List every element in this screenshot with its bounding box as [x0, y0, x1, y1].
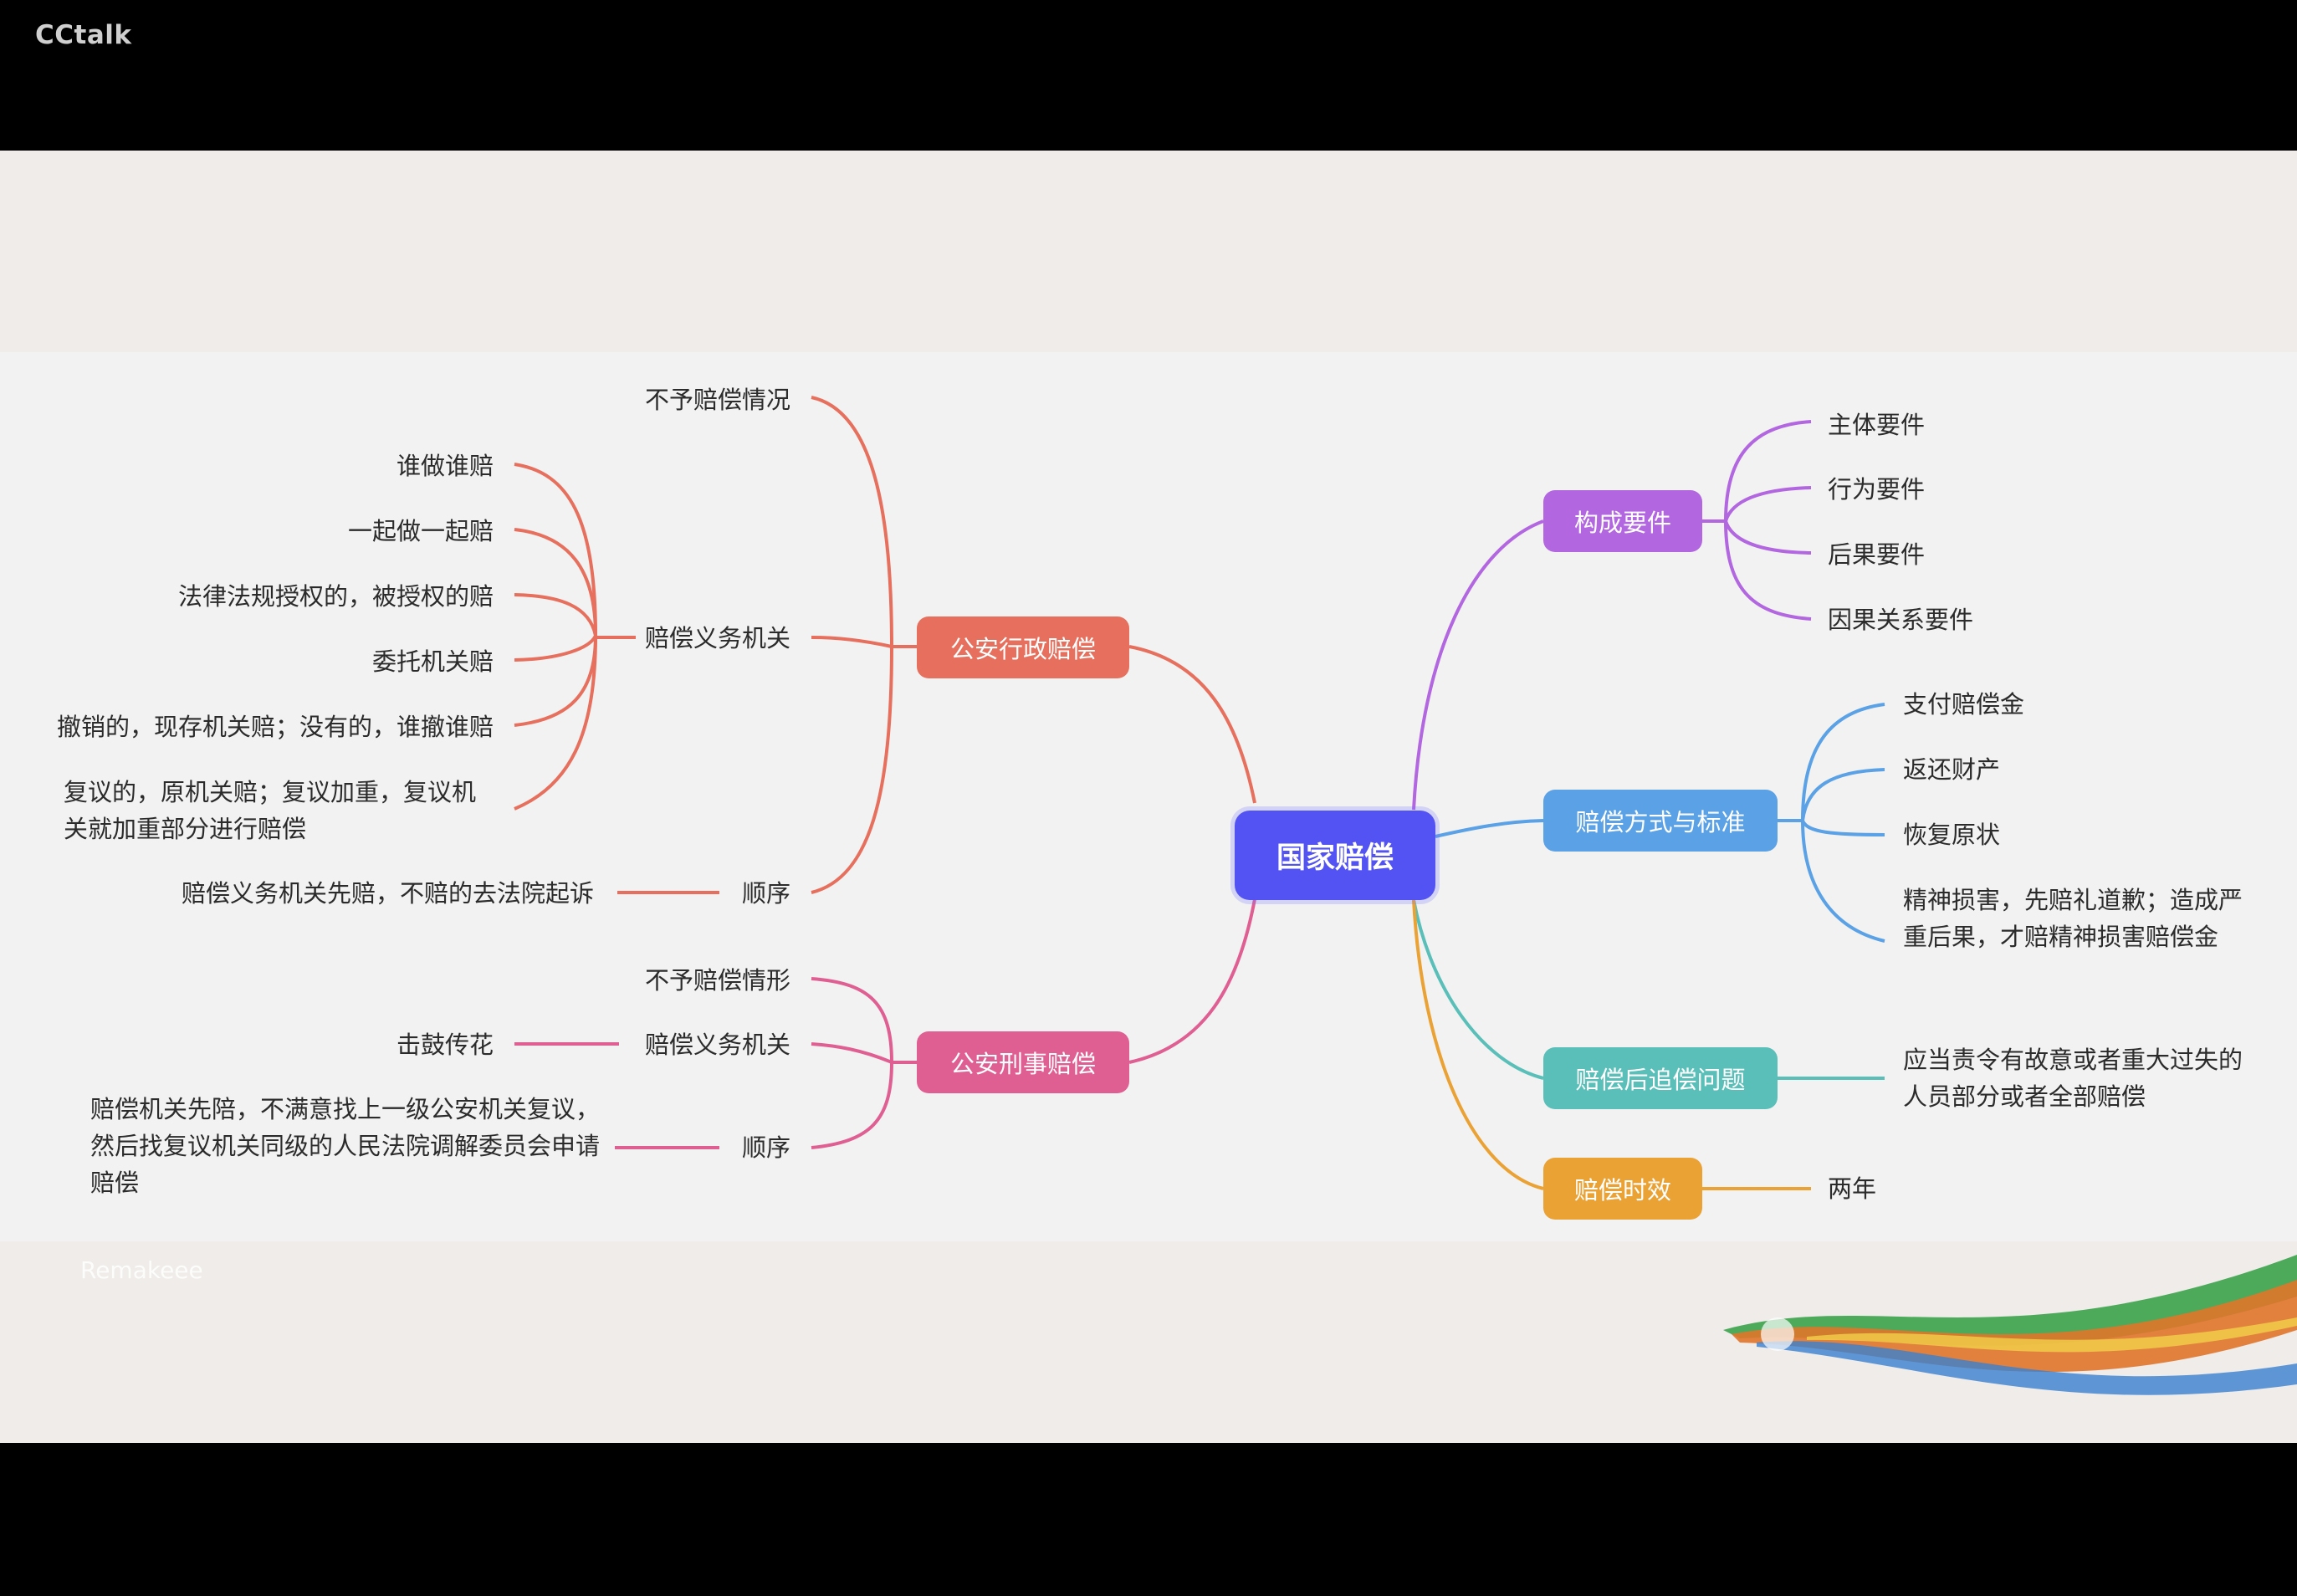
- link-center-xingshi: [1128, 898, 1256, 1064]
- leaf-xingwei-yaojian[interactable]: 行为要件: [1828, 475, 1926, 504]
- link-center-shixiao: [1412, 899, 1544, 1190]
- leaf-jingshen-sunhai[interactable]: 精神损害，先赔礼道歉；造成严重后果，才赔精神损害赔偿金: [1903, 886, 2243, 951]
- node-shunxu[interactable]: 顺序: [741, 879, 790, 908]
- leaf-zeling-peichang[interactable]: 应当责令有故意或者重大过失的人员部分或者全部赔偿: [1903, 1046, 2243, 1111]
- leaf-shunxu-xingzheng[interactable]: 赔偿义务机关先赔，不赔的去法院起诉: [181, 879, 594, 908]
- branch-zhuichang-wenti[interactable]: 赔偿后追偿问题: [1543, 1047, 1778, 1109]
- branch-gongan-xingshi[interactable]: 公安刑事赔偿: [917, 1031, 1129, 1093]
- leaf-falv-fagui-shouquan[interactable]: 法律法规授权的，被授权的赔: [177, 582, 494, 611]
- link-center-zhuichang: [1412, 899, 1544, 1080]
- branch-peichang-shixiao[interactable]: 赔偿时效: [1543, 1158, 1702, 1220]
- bottom-bar: [0, 1443, 2297, 1596]
- decorative-swoosh: [1723, 1255, 2297, 1395]
- node-xingshi-peichang-yiwu-jiguan[interactable]: 赔偿义务机关: [644, 1031, 790, 1059]
- leaf-huifu-yuanzhuang[interactable]: 恢复原状: [1903, 821, 2001, 849]
- node-buyu-peichang-qingkuang[interactable]: 不予赔偿情况: [644, 386, 790, 414]
- mindmap-canvas: [0, 352, 2297, 1241]
- leaf-chexiao[interactable]: 撤销的，现存机关赔；没有的，谁撤谁赔: [56, 713, 494, 741]
- app-title: CCtalk: [35, 20, 132, 50]
- leaf-yinguo-guanxi-yaojian[interactable]: 因果关系要件: [1828, 606, 1974, 634]
- leaf-jigu-chuanhua[interactable]: 击鼓传花: [396, 1031, 494, 1059]
- link-center-goucheng: [1412, 519, 1544, 811]
- leaf-fuyi[interactable]: 复议的，原机关赔；复议加重，复议机关就加重部分进行赔偿: [64, 778, 477, 843]
- leaf-weituo-jiguan-pei[interactable]: 委托机关赔: [371, 647, 494, 676]
- watermark: Remakeee: [80, 1256, 203, 1284]
- leaf-zhuti-yaojian[interactable]: 主体要件: [1828, 411, 1926, 439]
- leaf-houguo-yaojian[interactable]: 后果要件: [1828, 540, 1926, 569]
- node-buyu-peichang-qingxing[interactable]: 不予赔偿情形: [644, 966, 790, 995]
- node-peichang-yiwu-jiguan[interactable]: 赔偿义务机关: [644, 624, 790, 652]
- leaf-shunxu-xingshi[interactable]: 赔偿机关先陪，不满意找上一级公安机关复议，然后找复议机关同级的人民法院调解委员会…: [90, 1095, 601, 1197]
- node-xingshi-shunxu[interactable]: 顺序: [741, 1133, 790, 1162]
- branch-goucheng-yaojian[interactable]: 构成要件: [1543, 490, 1702, 552]
- link-center-fangshi: [1435, 819, 1544, 838]
- branch-gongan-xingzheng[interactable]: 公安行政赔偿: [917, 616, 1129, 678]
- leaf-liangnian[interactable]: 两年: [1828, 1174, 1877, 1203]
- center-node[interactable]: 国家赔偿: [1235, 811, 1435, 900]
- leaf-fanhuan-caichan[interactable]: 返还财产: [1903, 755, 2001, 784]
- leaf-shui-zuo-shui-pei[interactable]: 谁做谁赔: [396, 452, 494, 480]
- leaf-zhifu-peichangjin[interactable]: 支付赔偿金: [1903, 690, 2025, 719]
- top-bar: CCtalk: [0, 0, 2297, 151]
- link-center-xingzheng: [1128, 645, 1256, 804]
- leaf-yiqi-zuo-yiqi-pei[interactable]: 一起做一起赔: [347, 517, 494, 545]
- branch-peichang-fangshi[interactable]: 赔偿方式与标准: [1543, 790, 1778, 852]
